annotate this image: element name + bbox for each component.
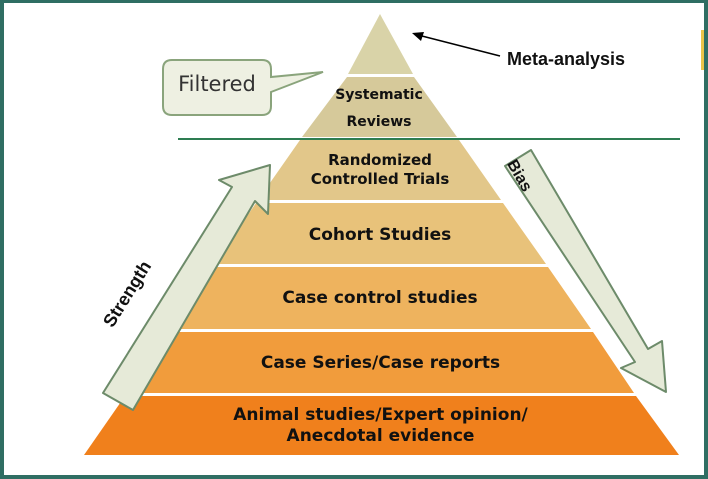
- label-case-series: Case Series/Case reports: [260, 353, 501, 373]
- label-randomized-controlled-trials: Randomized Controlled Trials: [310, 151, 450, 188]
- tier-randomized-controlled-trials: [258, 140, 501, 200]
- slide-border-top: [0, 0, 708, 3]
- meta-analysis-arrowhead: [412, 32, 424, 41]
- slide-border-left: [0, 0, 4, 479]
- label-case-control-studies: Case control studies: [282, 288, 478, 308]
- slide-border-right: [704, 0, 708, 479]
- bias-arrow: [504, 149, 667, 393]
- filtered-label: Filtered: [178, 72, 256, 96]
- strength-arrow: [102, 164, 271, 411]
- filtered-callout: [162, 59, 324, 116]
- label-systematic-reviews: Systematic Reviews: [335, 87, 423, 131]
- meta-analysis-label: Meta-analysis: [507, 49, 626, 69]
- tier-case-control-studies: [170, 267, 591, 329]
- tier-systematic-reviews: [302, 77, 457, 137]
- tier-animal-studies: [84, 396, 679, 455]
- pyramid-apex: [348, 14, 413, 74]
- tier-case-series: [127, 332, 634, 393]
- slide-border-bottom: [0, 475, 708, 479]
- tier-cohort-studies: [214, 203, 546, 264]
- label-animal-studies: Animal studies/Expert opinion/ Anecdotal…: [233, 405, 528, 447]
- meta-analysis-arrow: [417, 34, 501, 57]
- accent-mark: [701, 30, 704, 70]
- label-cohort-studies: Cohort Studies: [308, 225, 452, 245]
